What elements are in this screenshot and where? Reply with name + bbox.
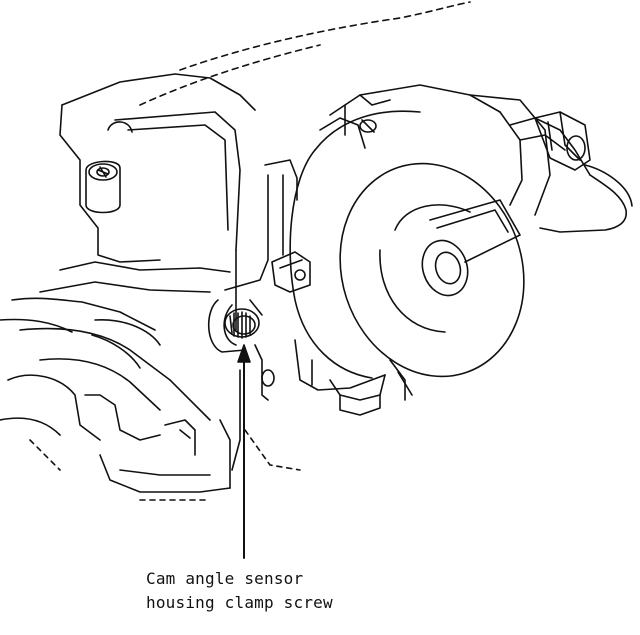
callout-label-line-2: housing clamp screw xyxy=(146,593,333,612)
sensor-wire-harness xyxy=(509,117,633,233)
cylinder-head-block xyxy=(0,1,471,501)
arrow-pointer xyxy=(237,344,251,559)
sensor-mount-bracket xyxy=(207,159,298,401)
callout-label-line-1: Cam angle sensor xyxy=(146,569,304,588)
housing-clamp-screw xyxy=(224,308,260,339)
cam-angle-sensor-housing xyxy=(271,84,551,416)
connector-plug xyxy=(534,111,591,171)
